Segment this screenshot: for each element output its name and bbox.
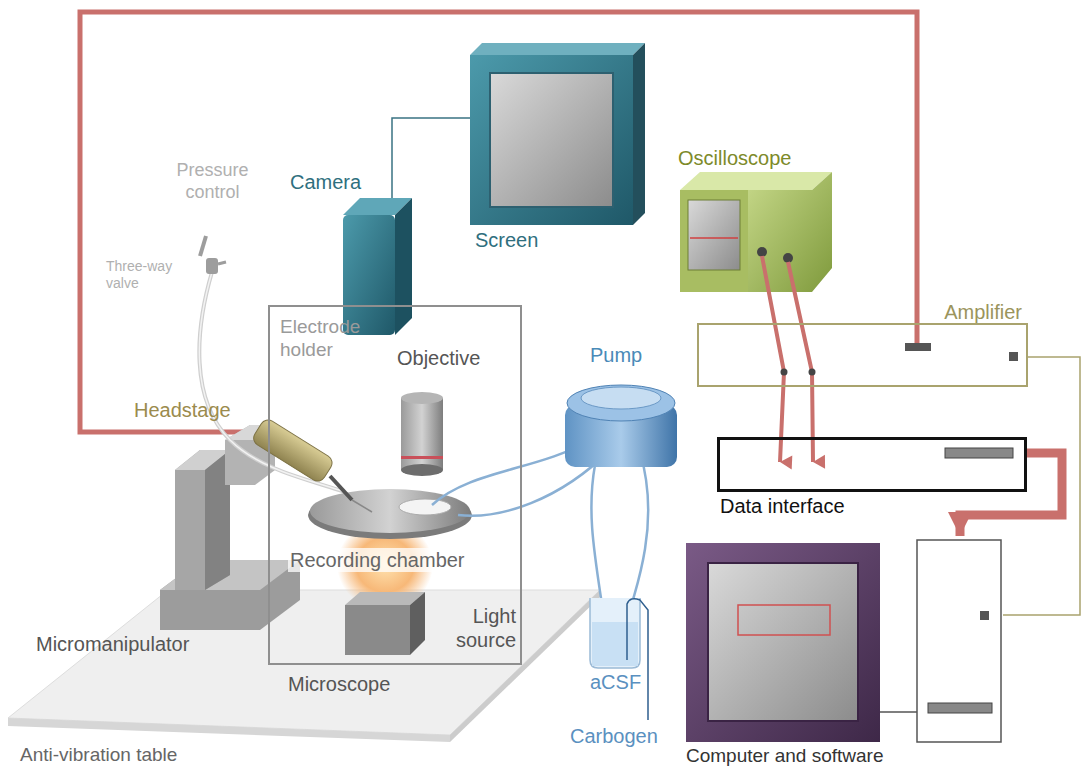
microscope-frame: Microscope	[268, 305, 522, 665]
computer-drawing	[686, 540, 1001, 742]
amplifier-jack	[781, 369, 788, 376]
headstage-label: Headstage	[134, 398, 231, 422]
amplifier-port	[1009, 352, 1018, 361]
electrode-drawing	[352, 500, 372, 512]
pressure-tube-shine	[199, 272, 345, 492]
amplifier-box: Amplifier	[697, 323, 1028, 387]
table-top	[8, 590, 600, 735]
table-side	[450, 590, 600, 742]
table-label: Anti-vibration table	[20, 744, 177, 767]
amplifier-port	[905, 343, 931, 351]
light-source-drawing	[345, 592, 425, 655]
control-cable	[1003, 357, 1080, 615]
camera-cable	[392, 118, 470, 200]
screen-label: Screen	[475, 228, 538, 252]
data-interface-box: Data interface	[717, 437, 1027, 492]
pressure-control-label: Pressure control	[160, 160, 265, 203]
carbogen-label: Carbogen	[570, 724, 658, 748]
camera-label: Camera	[290, 170, 361, 194]
computer-label: Computer and software	[686, 746, 884, 767]
micromanipulator-label: Micromanipulator	[36, 632, 189, 656]
computer-node: Computer and software	[686, 536, 1003, 746]
signal-arrow	[788, 262, 813, 462]
microscope-label: Microscope	[288, 673, 390, 695]
data-arrow	[960, 453, 1062, 536]
pressure-tube	[199, 272, 345, 492]
carbogen-line	[627, 599, 648, 720]
recording-chamber-drawing	[308, 489, 472, 539]
headstage-drawing	[251, 417, 335, 484]
objective-label: Objective	[397, 346, 480, 370]
amplifier-label: Amplifier	[944, 301, 1022, 323]
data-interface-label: Data interface	[720, 495, 845, 517]
recording-chamber-label: Recording chamber	[288, 548, 467, 572]
oscilloscope-drawing	[680, 172, 832, 292]
signal-arrow	[762, 256, 784, 462]
amplifier-jack	[809, 369, 816, 376]
pump-drawing	[565, 385, 677, 467]
headstage-cable	[80, 12, 917, 432]
three-way-valve-drawing	[200, 236, 226, 274]
camera-drawing	[343, 198, 412, 335]
screen-drawing	[470, 43, 645, 225]
table-edge	[8, 718, 450, 742]
oscilloscope-label: Oscilloscope	[678, 146, 791, 170]
acsf-label: aCSF	[590, 670, 641, 694]
pump-label: Pump	[590, 343, 642, 367]
light-source-label: Light source	[444, 604, 516, 652]
interface-port	[945, 448, 1013, 458]
objective-drawing	[401, 392, 443, 476]
electrode-holder-drawing	[330, 476, 352, 500]
electrode-holder-label: Electrode holder	[280, 316, 390, 362]
acsf-beaker	[590, 598, 640, 668]
valve-label: Three-way valve	[106, 258, 190, 292]
